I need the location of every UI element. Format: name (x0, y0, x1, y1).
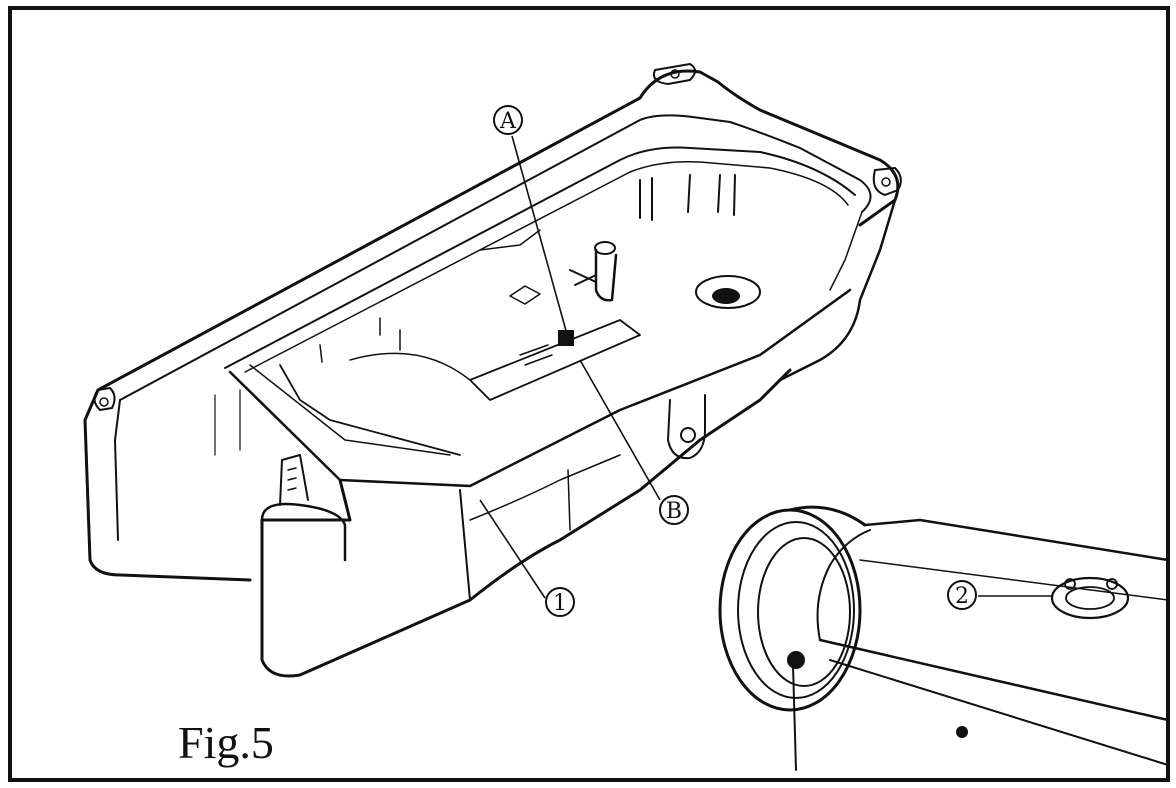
callout-2-label: 2 (955, 584, 969, 609)
callout-b-circle (659, 495, 689, 525)
callout-b-label: B (666, 499, 682, 524)
callout-a: A (493, 105, 523, 135)
callout-b: B (659, 495, 689, 525)
leader-lines (479, 135, 1052, 599)
callout-2-circle (947, 580, 977, 610)
callout-1-label: 1 (553, 591, 567, 616)
oil-pan-drawing (83, 63, 902, 678)
callout-2: 2 (947, 580, 977, 610)
callout-1-circle (545, 587, 575, 617)
figure-border (8, 6, 1170, 782)
callout-a-label: A (499, 109, 517, 134)
figure-caption: Fig.5 (178, 717, 274, 768)
callout-a-circle (493, 105, 523, 135)
pulley-cover-drawing (718, 505, 1170, 771)
callout-1: 1 (545, 587, 575, 617)
